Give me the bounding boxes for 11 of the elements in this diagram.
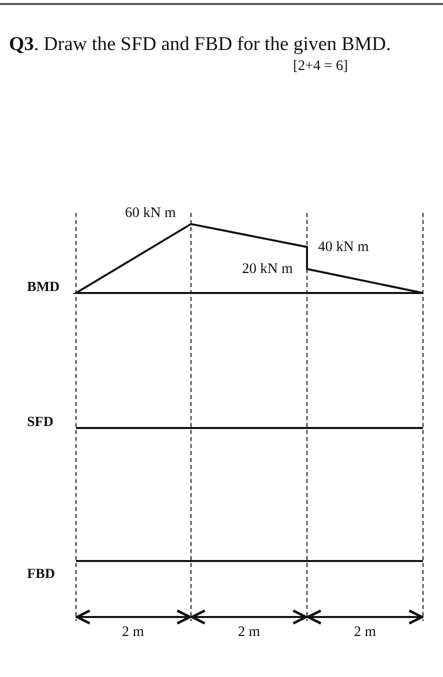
question-text: Q3. Draw the SFD and FBD for the given BMD. — [9, 34, 391, 56]
dimension-label: 2 m — [238, 625, 260, 640]
diagram-label: FBD — [27, 568, 55, 582]
moment-value: 60 kN m — [125, 206, 176, 220]
marks-label: [2+4 = 6] — [293, 59, 348, 74]
moment-value: 40 kN m — [318, 240, 369, 254]
diagram-label: BMD — [27, 281, 60, 295]
diagram-label: SFD — [27, 416, 54, 430]
dimension-label: 2 m — [354, 625, 376, 640]
moment-value: 20 kN m — [242, 262, 293, 276]
dimension-label: 2 m — [122, 625, 144, 640]
